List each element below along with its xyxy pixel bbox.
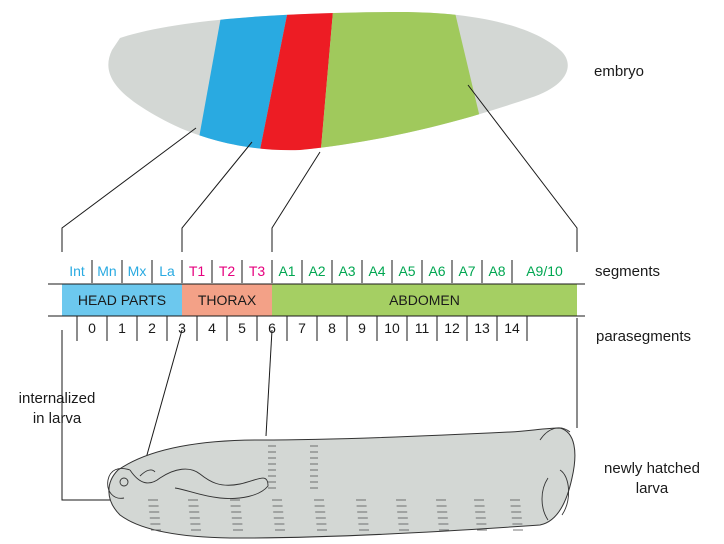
larva-figure [107, 427, 576, 539]
denticle-band [510, 499, 523, 531]
connector-lines-lower [61, 318, 578, 501]
denticle-band [436, 499, 449, 531]
segment-label-mx: Mx [128, 263, 147, 279]
segment-label-a7: A7 [458, 263, 475, 279]
band-head [62, 284, 182, 316]
parasegment-label-4: 4 [208, 320, 216, 336]
embryo-thorax-region [258, 12, 334, 151]
parasegment-label-11: 11 [415, 320, 430, 336]
band-label-abdomen: ABDOMEN [389, 292, 460, 308]
parasegment-label-2: 2 [148, 320, 156, 336]
segment-label-a8: A8 [488, 263, 505, 279]
larva-denticle-bands [148, 445, 523, 531]
parasegments-label: parasegments [596, 328, 691, 345]
parasegment-label-9: 9 [358, 320, 366, 336]
parasegment-label-12: 12 [444, 320, 460, 336]
larva-mouth-hook [119, 477, 129, 487]
larva-label-line2: larva [636, 480, 669, 497]
band-label-head: HEAD PARTS [78, 292, 166, 308]
segment-label-a9-10: A9/10 [526, 263, 563, 279]
larva-label-line1: newly hatched [604, 460, 700, 477]
segment-label-a3: A3 [338, 263, 355, 279]
parasegment-label-13: 13 [474, 320, 490, 336]
band-thorax [182, 284, 272, 316]
segment-label-la: La [159, 263, 175, 279]
parasegment-label-6: 6 [268, 320, 276, 336]
larva-tail-detail [539, 427, 571, 521]
segment-label-t1: T1 [189, 263, 206, 279]
segment-label-t2: T2 [219, 263, 236, 279]
larva-head-detail [107, 468, 269, 499]
segment-label-a1: A1 [278, 263, 295, 279]
connector-lines-upper [61, 84, 578, 252]
internalized-label-line2: in larva [33, 410, 82, 427]
parasegment-label-0: 0 [88, 320, 96, 336]
larva-body [108, 427, 576, 539]
segments-row: Int Mn Mx La T1 T2 T3 A1 A2 A3 A4 A5 A6 A7 A8 A9/10 [69, 260, 563, 283]
band-abdomen [272, 284, 577, 316]
denticle-band [310, 445, 327, 531]
denticle-band [148, 499, 161, 531]
denticle-band [356, 499, 369, 531]
segment-label-a5: A5 [398, 263, 415, 279]
parasegment-label-1: 1 [118, 320, 126, 336]
denticle-band [474, 499, 487, 531]
segment-label-mn: Mn [97, 263, 116, 279]
segment-label-a6: A6 [428, 263, 445, 279]
region-band: HEAD PARTS THORAX ABDOMEN [48, 283, 585, 317]
segment-label-int: Int [69, 263, 85, 279]
band-label-thorax: THORAX [198, 292, 257, 308]
embryo-abdomen-region [320, 12, 490, 151]
embryo-label: embryo [594, 63, 644, 80]
parasegment-label-8: 8 [328, 320, 336, 336]
parasegment-label-14: 14 [504, 320, 520, 336]
segment-label-a2: A2 [308, 263, 325, 279]
denticle-band [268, 445, 285, 531]
embryo-figure [108, 12, 568, 151]
internalized-label-line1: internalized [19, 390, 96, 407]
segment-label-t3: T3 [249, 263, 266, 279]
parasegment-label-10: 10 [384, 320, 400, 336]
parasegment-label-3: 3 [178, 320, 186, 336]
segments-label: segments [595, 263, 660, 280]
segment-label-a4: A4 [368, 263, 385, 279]
denticle-band [396, 499, 409, 531]
denticle-band [230, 499, 243, 531]
embryo-head-region [195, 12, 290, 151]
parasegment-label-5: 5 [238, 320, 246, 336]
parasegment-label-7: 7 [298, 320, 306, 336]
denticle-band [188, 499, 201, 531]
